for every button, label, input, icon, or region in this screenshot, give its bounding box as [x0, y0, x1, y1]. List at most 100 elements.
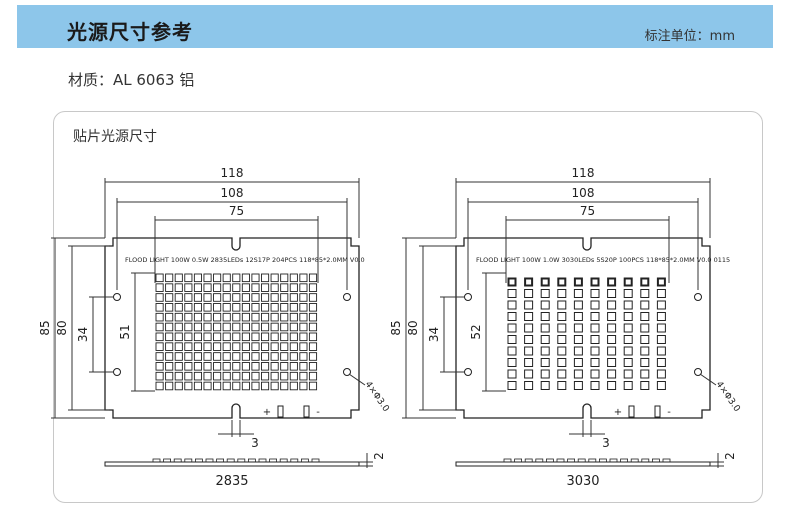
led-chip — [573, 323, 583, 333]
led-chip — [213, 381, 222, 391]
led-chip — [507, 323, 517, 333]
profile-led — [216, 458, 225, 463]
led-chip — [590, 323, 600, 333]
mount-hole — [464, 368, 472, 376]
led-chip — [507, 312, 517, 321]
led-chip — [299, 293, 308, 302]
led-chip — [590, 381, 600, 390]
profile-led — [577, 458, 586, 463]
led-chip — [174, 371, 183, 381]
led-chip — [241, 342, 250, 351]
profile-led — [662, 458, 671, 463]
led-chip — [557, 381, 567, 390]
led-chip-inner — [625, 279, 631, 285]
led-chip — [540, 358, 550, 367]
section-title: 贴片光源尺寸 — [73, 129, 157, 145]
led-chip — [261, 342, 270, 351]
led-chip — [270, 273, 279, 283]
led-chip — [590, 289, 600, 298]
led-chip — [607, 335, 617, 344]
led-chip — [656, 300, 666, 310]
led-chip — [155, 371, 164, 381]
hole-leader — [348, 373, 366, 386]
led-chip — [557, 300, 567, 310]
led-chip — [308, 352, 318, 361]
profile-led — [588, 458, 597, 463]
led-chip — [174, 362, 183, 371]
led-chip — [203, 312, 212, 322]
board-label: FLOOD LIGHT 100W 0.5W 2835LEDs 12S17P 20… — [125, 256, 365, 264]
profile-led — [641, 458, 650, 463]
led-chip — [524, 323, 534, 333]
led-chip — [193, 371, 202, 381]
led-chip — [299, 322, 308, 332]
led-chip — [507, 381, 517, 390]
profile-led — [514, 458, 522, 463]
led-chip — [174, 273, 183, 283]
led-chip — [155, 352, 164, 361]
profile-led — [567, 458, 575, 463]
led-chip — [507, 289, 517, 298]
led-chip — [289, 352, 298, 361]
led-chip — [573, 300, 583, 310]
led-chip — [165, 381, 174, 391]
led-chip — [280, 362, 289, 371]
profile-led — [247, 458, 256, 463]
led-chip-inner — [542, 279, 548, 285]
led-chip — [174, 283, 183, 292]
header-bar: 光源尺寸参考 标注单位：mm — [17, 5, 773, 48]
led-chip — [623, 335, 633, 344]
led-chip — [270, 322, 279, 332]
led-chip — [308, 303, 318, 312]
led-chip — [203, 371, 212, 381]
led-chip — [232, 332, 241, 342]
led-type-label: 3030 — [566, 474, 599, 489]
led-chip — [308, 322, 318, 332]
led-chip — [299, 332, 308, 342]
led-chip — [640, 335, 650, 344]
led-chip — [184, 322, 193, 332]
led-chip — [251, 362, 260, 371]
dim-led-height-label: 52 — [469, 324, 483, 339]
unit-label: 标注单位：mm — [644, 29, 735, 44]
led-chip — [590, 312, 600, 321]
led-chip — [213, 362, 222, 371]
led-chip — [155, 332, 164, 342]
led-chip — [165, 312, 174, 322]
profile-led — [258, 458, 267, 463]
led-chip — [251, 283, 260, 292]
led-chip — [203, 342, 212, 351]
led-chip — [280, 342, 289, 351]
profile-led — [630, 458, 639, 463]
dim-led-height-label: 51 — [118, 324, 132, 339]
profile-led — [152, 458, 161, 463]
positive-pad — [628, 405, 635, 418]
led-chip — [222, 381, 231, 391]
dim-slot-label: 3 — [251, 436, 259, 450]
led-chip — [557, 346, 567, 356]
led-chip — [213, 371, 222, 381]
led-chip — [656, 312, 666, 321]
led-chip — [203, 293, 212, 302]
led-chip — [261, 371, 270, 381]
led-chip — [557, 289, 567, 298]
led-chip — [193, 283, 202, 292]
led-chip — [280, 312, 289, 322]
led-chip — [261, 381, 270, 391]
led-chip — [241, 371, 250, 381]
led-chip — [165, 332, 174, 342]
led-chip — [308, 381, 318, 391]
profile-led — [300, 458, 309, 463]
positive-pad — [277, 405, 284, 418]
led-chip — [232, 362, 241, 371]
led-chip — [540, 300, 550, 310]
led-chip — [308, 342, 318, 351]
page-title: 光源尺寸参考 — [67, 20, 193, 44]
led-chip — [308, 293, 318, 302]
led-chip — [203, 362, 212, 371]
led-chip — [251, 273, 260, 283]
led-chip — [270, 332, 279, 342]
led-chip — [165, 322, 174, 332]
led-chip — [299, 342, 308, 351]
material-label: 材质：AL 6063 铝 — [68, 71, 195, 89]
